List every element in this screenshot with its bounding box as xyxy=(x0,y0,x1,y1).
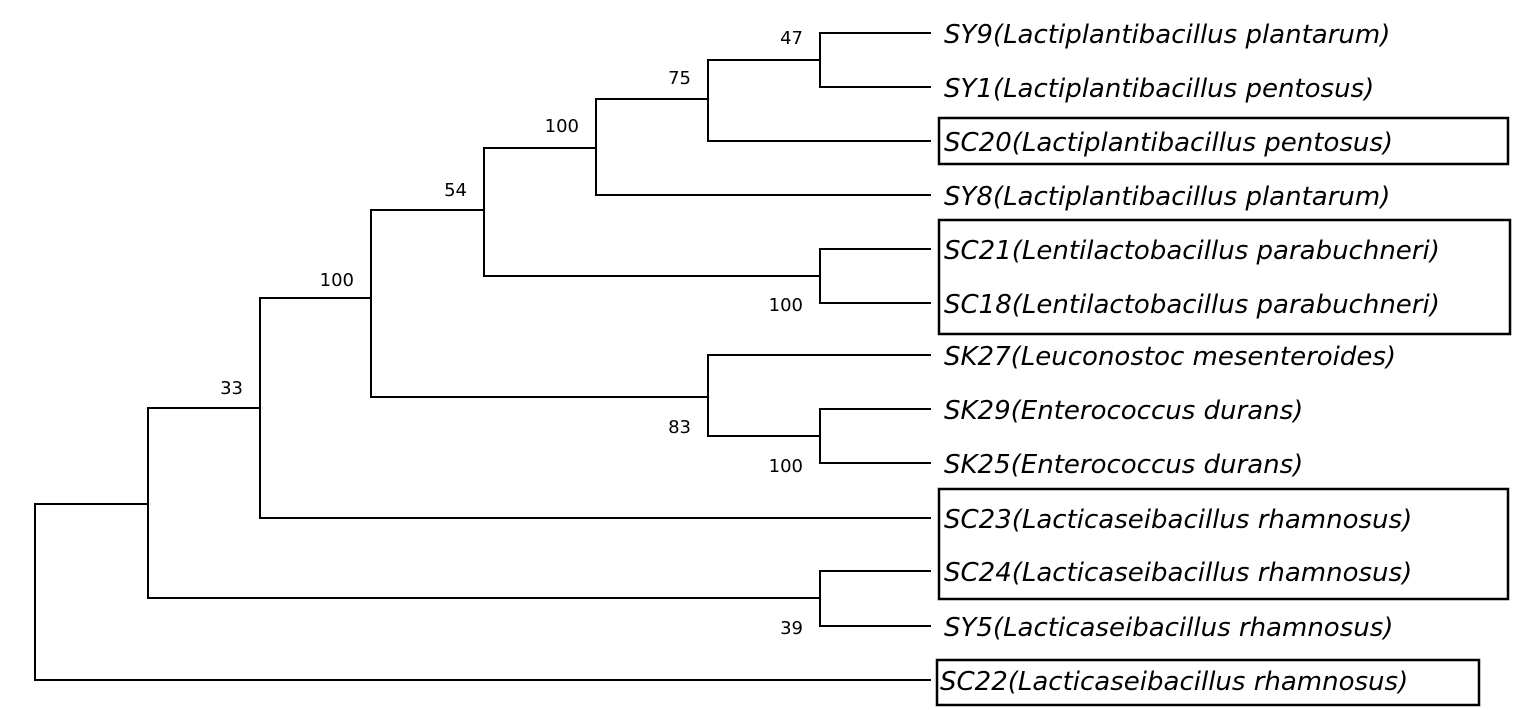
leaf-label-sc23: SC23(Lacticaseibacillus rhamnosus) xyxy=(944,505,1412,535)
bootstrap-label: 100 xyxy=(769,295,803,316)
highlight-box-sc21-sc18 xyxy=(937,218,1512,336)
leaf-label-sy9: SY9(Lactiplantibacillus plantarum) xyxy=(944,20,1390,50)
leaf-label-sc21: SC21(Lentilactobacillus parabuchneri) xyxy=(944,236,1440,266)
bootstrap-label: 83 xyxy=(668,417,691,438)
leaf-label-sc18: SC18(Lentilactobacillus parabuchneri) xyxy=(944,290,1440,320)
bootstrap-label: 47 xyxy=(780,28,803,49)
leaf-label-sy1: SY1(Lactiplantibacillus pentosus) xyxy=(944,74,1374,104)
highlight-boxes xyxy=(935,116,1512,707)
bootstrap-label: 39 xyxy=(780,618,803,639)
leaf-label-sk27: SK27(Leuconostoc mesenteroides) xyxy=(944,342,1396,372)
leaf-label-sk29: SK29(Enterococcus durans) xyxy=(944,396,1303,426)
bootstrap-values: 47 75 100 100 54 100 83 100 33 39 xyxy=(220,28,803,639)
bootstrap-label: 100 xyxy=(769,456,803,477)
bootstrap-label: 33 xyxy=(220,378,243,399)
branches xyxy=(34,32,931,681)
highlight-box-sc22 xyxy=(935,658,1481,707)
bootstrap-label: 54 xyxy=(444,180,467,201)
bootstrap-label: 75 xyxy=(668,68,691,89)
highlight-box-sc23-sc24 xyxy=(937,487,1510,601)
highlight-box-sc20 xyxy=(937,116,1510,166)
bootstrap-label: 100 xyxy=(545,116,579,137)
leaf-label-sc24: SC24(Lacticaseibacillus rhamnosus) xyxy=(944,558,1412,588)
leaf-label-sy8: SY8(Lactiplantibacillus plantarum) xyxy=(944,182,1390,212)
leaf-label-sc20: SC20(Lactiplantibacillus pentosus) xyxy=(944,128,1393,158)
bootstrap-label: 100 xyxy=(320,270,354,291)
leaf-labels: SY9(Lactiplantibacillus plantarum) SY1(L… xyxy=(940,20,1440,697)
leaf-label-sy5: SY5(Lacticaseibacillus rhamnosus) xyxy=(944,613,1393,643)
leaf-label-sk25: SK25(Enterococcus durans) xyxy=(944,450,1303,480)
leaf-label-sc22: SC22(Lacticaseibacillus rhamnosus) xyxy=(940,667,1408,697)
